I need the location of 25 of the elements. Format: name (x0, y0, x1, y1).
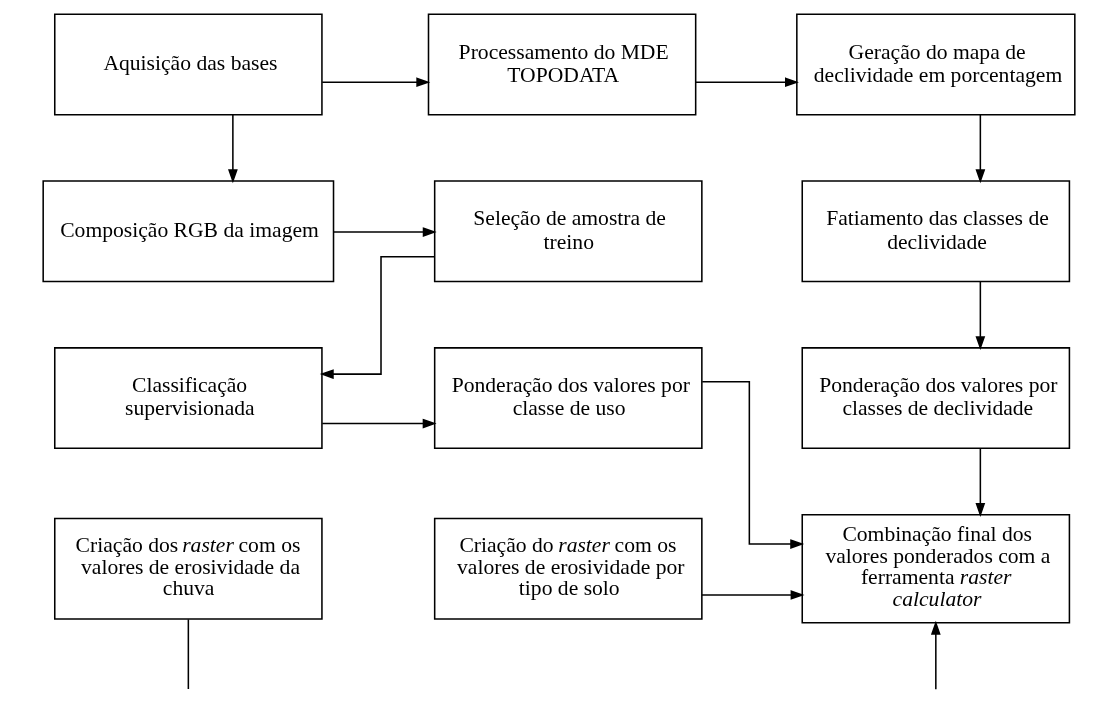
node-box: Composição RGB da imagem (41, 180, 334, 283)
arrow (320, 77, 430, 88)
node-box: Classificação supervisionada (53, 347, 323, 449)
arrow (227, 114, 238, 184)
node-box: Geração do mapa de declividade em porcentagem (795, 13, 1076, 116)
node-box: Combinação final dos valores ponderados com a ferramenta raster calculator (800, 513, 1070, 624)
arrow (700, 590, 805, 600)
node-box: Ponderação dos valores por classes de declividade (800, 347, 1070, 449)
arrow (930, 620, 941, 690)
arrow (321, 418, 437, 429)
node-box: Fatiamento das classes de declividade (800, 180, 1070, 283)
arrow (975, 114, 985, 184)
node-box: Criação do raster com os valores de erosividade por tipo de solo (433, 517, 703, 620)
arrow (694, 77, 799, 88)
node-box: Processamento do MDE TOPODATA (427, 13, 696, 116)
arrow (700, 381, 804, 549)
node-box: Criação dos raster com os valores de erosividade da chuva (53, 517, 323, 620)
arrow (975, 447, 985, 517)
node-box: Ponderação dos valores por classe de uso (433, 347, 703, 449)
arrow (332, 227, 437, 237)
node-box: Seleção de amostra de treino (433, 180, 703, 283)
arrow (319, 256, 435, 379)
arrow (975, 281, 985, 351)
node-box: Aquisição das bases (53, 13, 323, 116)
connector (187, 618, 189, 690)
